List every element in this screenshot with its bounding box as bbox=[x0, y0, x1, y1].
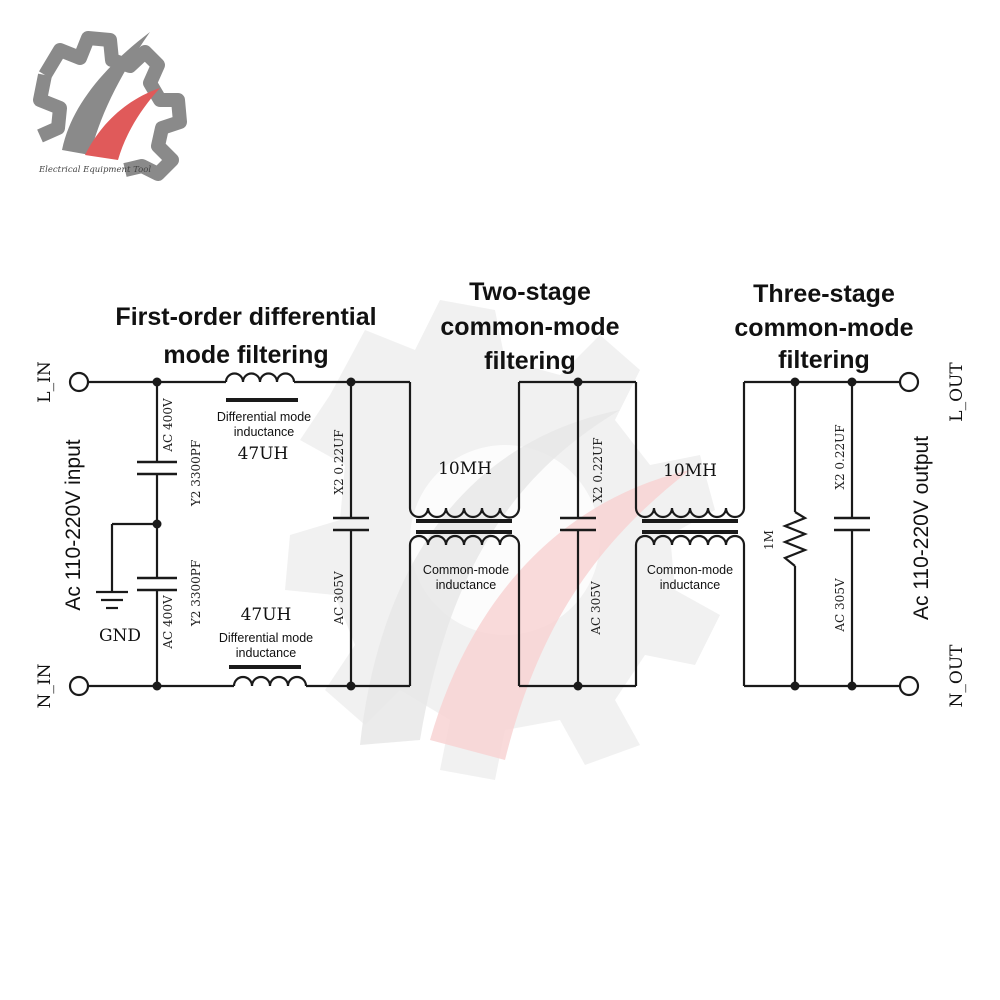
gnd-label: GND bbox=[99, 626, 141, 646]
y-cap-bottom-value: Y2 3300PF bbox=[189, 560, 203, 627]
terminal-n-out bbox=[898, 675, 920, 697]
logo-gear bbox=[38, 31, 187, 181]
terminal-label-n-in: N_IN bbox=[35, 663, 55, 708]
x-capacitor-3 bbox=[834, 516, 870, 532]
dm-bottom-label-line1: Differential mode bbox=[219, 631, 313, 645]
terminal-l-in bbox=[68, 371, 90, 393]
dm-top-label-line2: inductance bbox=[234, 425, 295, 439]
heading-three-stage-line1: Three-stage bbox=[753, 280, 895, 308]
terminal-label-n-out: N_OUT bbox=[947, 644, 967, 708]
output-voltage-label: Ac 110-220V output bbox=[910, 436, 933, 620]
cm-choke-1-label-line2: inductance bbox=[436, 578, 497, 592]
dm-bottom-label-line2: inductance bbox=[236, 646, 297, 660]
y-capacitor-top bbox=[137, 460, 177, 476]
terminal-l-out bbox=[898, 371, 920, 393]
x-cap-1-rating: AC 305V bbox=[332, 571, 346, 626]
heading-two-stage-line2: common-mode bbox=[440, 313, 619, 341]
y-cap-top-rating: AC 400V bbox=[161, 398, 175, 453]
dm-top-value: 47UH bbox=[238, 444, 289, 464]
x-cap-3-value: X2 0.22UF bbox=[833, 424, 847, 489]
terminal-label-l-out: L_OUT bbox=[947, 362, 967, 422]
heading-first-order-line2: mode filtering bbox=[163, 341, 328, 369]
heading-three-stage-line2: common-mode bbox=[734, 314, 913, 342]
logo-caption: Electrical Equipment Tool bbox=[38, 165, 151, 175]
cm-choke-2-value: 10MH bbox=[663, 461, 717, 481]
heading-two-stage-line3: filtering bbox=[484, 347, 576, 375]
logo-swoosh-gray bbox=[62, 32, 150, 155]
bleeder-resistor bbox=[782, 511, 808, 567]
junctions bbox=[152, 377, 857, 691]
cm-choke-1 bbox=[408, 507, 521, 546]
x-cap-3-rating: AC 305V bbox=[833, 578, 847, 633]
cm-choke-1-value: 10MH bbox=[438, 459, 492, 479]
ground-icon bbox=[96, 590, 128, 610]
cm-choke-2-label-line1: Common-mode bbox=[647, 563, 733, 577]
y-cap-top-value: Y2 3300PF bbox=[189, 440, 203, 507]
x-capacitor-1 bbox=[333, 516, 369, 532]
x-cap-2-rating: AC 305V bbox=[589, 581, 603, 636]
cm-choke-2 bbox=[634, 507, 746, 546]
resistor-value: 1M bbox=[762, 530, 776, 550]
cm-choke-2-label-line2: inductance bbox=[660, 578, 721, 592]
dm-inductor-bottom bbox=[229, 665, 308, 687]
y-cap-bottom-rating: AC 400V bbox=[161, 595, 175, 650]
dm-inductor-top bbox=[224, 372, 298, 402]
y-capacitor-bottom bbox=[137, 576, 177, 592]
heading-first-order-line1: First-order differential bbox=[115, 303, 376, 331]
terminal-n-in bbox=[68, 675, 90, 697]
brand-logo: Electrical Equipment Tool bbox=[33, 31, 187, 181]
x-cap-2-value: X2 0.22UF bbox=[591, 437, 605, 502]
x-cap-1-value: X2 0.22UF bbox=[332, 429, 346, 494]
input-voltage-label: Ac 110-220V input bbox=[62, 439, 85, 610]
dm-bottom-value: 47UH bbox=[241, 605, 292, 625]
logo-swoosh-red bbox=[85, 88, 160, 160]
heading-two-stage-line1: Two-stage bbox=[469, 278, 591, 306]
dm-top-label-line1: Differential mode bbox=[217, 410, 311, 424]
terminal-label-l-in: L_IN bbox=[35, 361, 55, 403]
cm-choke-1-label-line1: Common-mode bbox=[423, 563, 509, 577]
x-capacitor-2 bbox=[560, 516, 596, 532]
heading-three-stage-line3: filtering bbox=[778, 346, 870, 374]
